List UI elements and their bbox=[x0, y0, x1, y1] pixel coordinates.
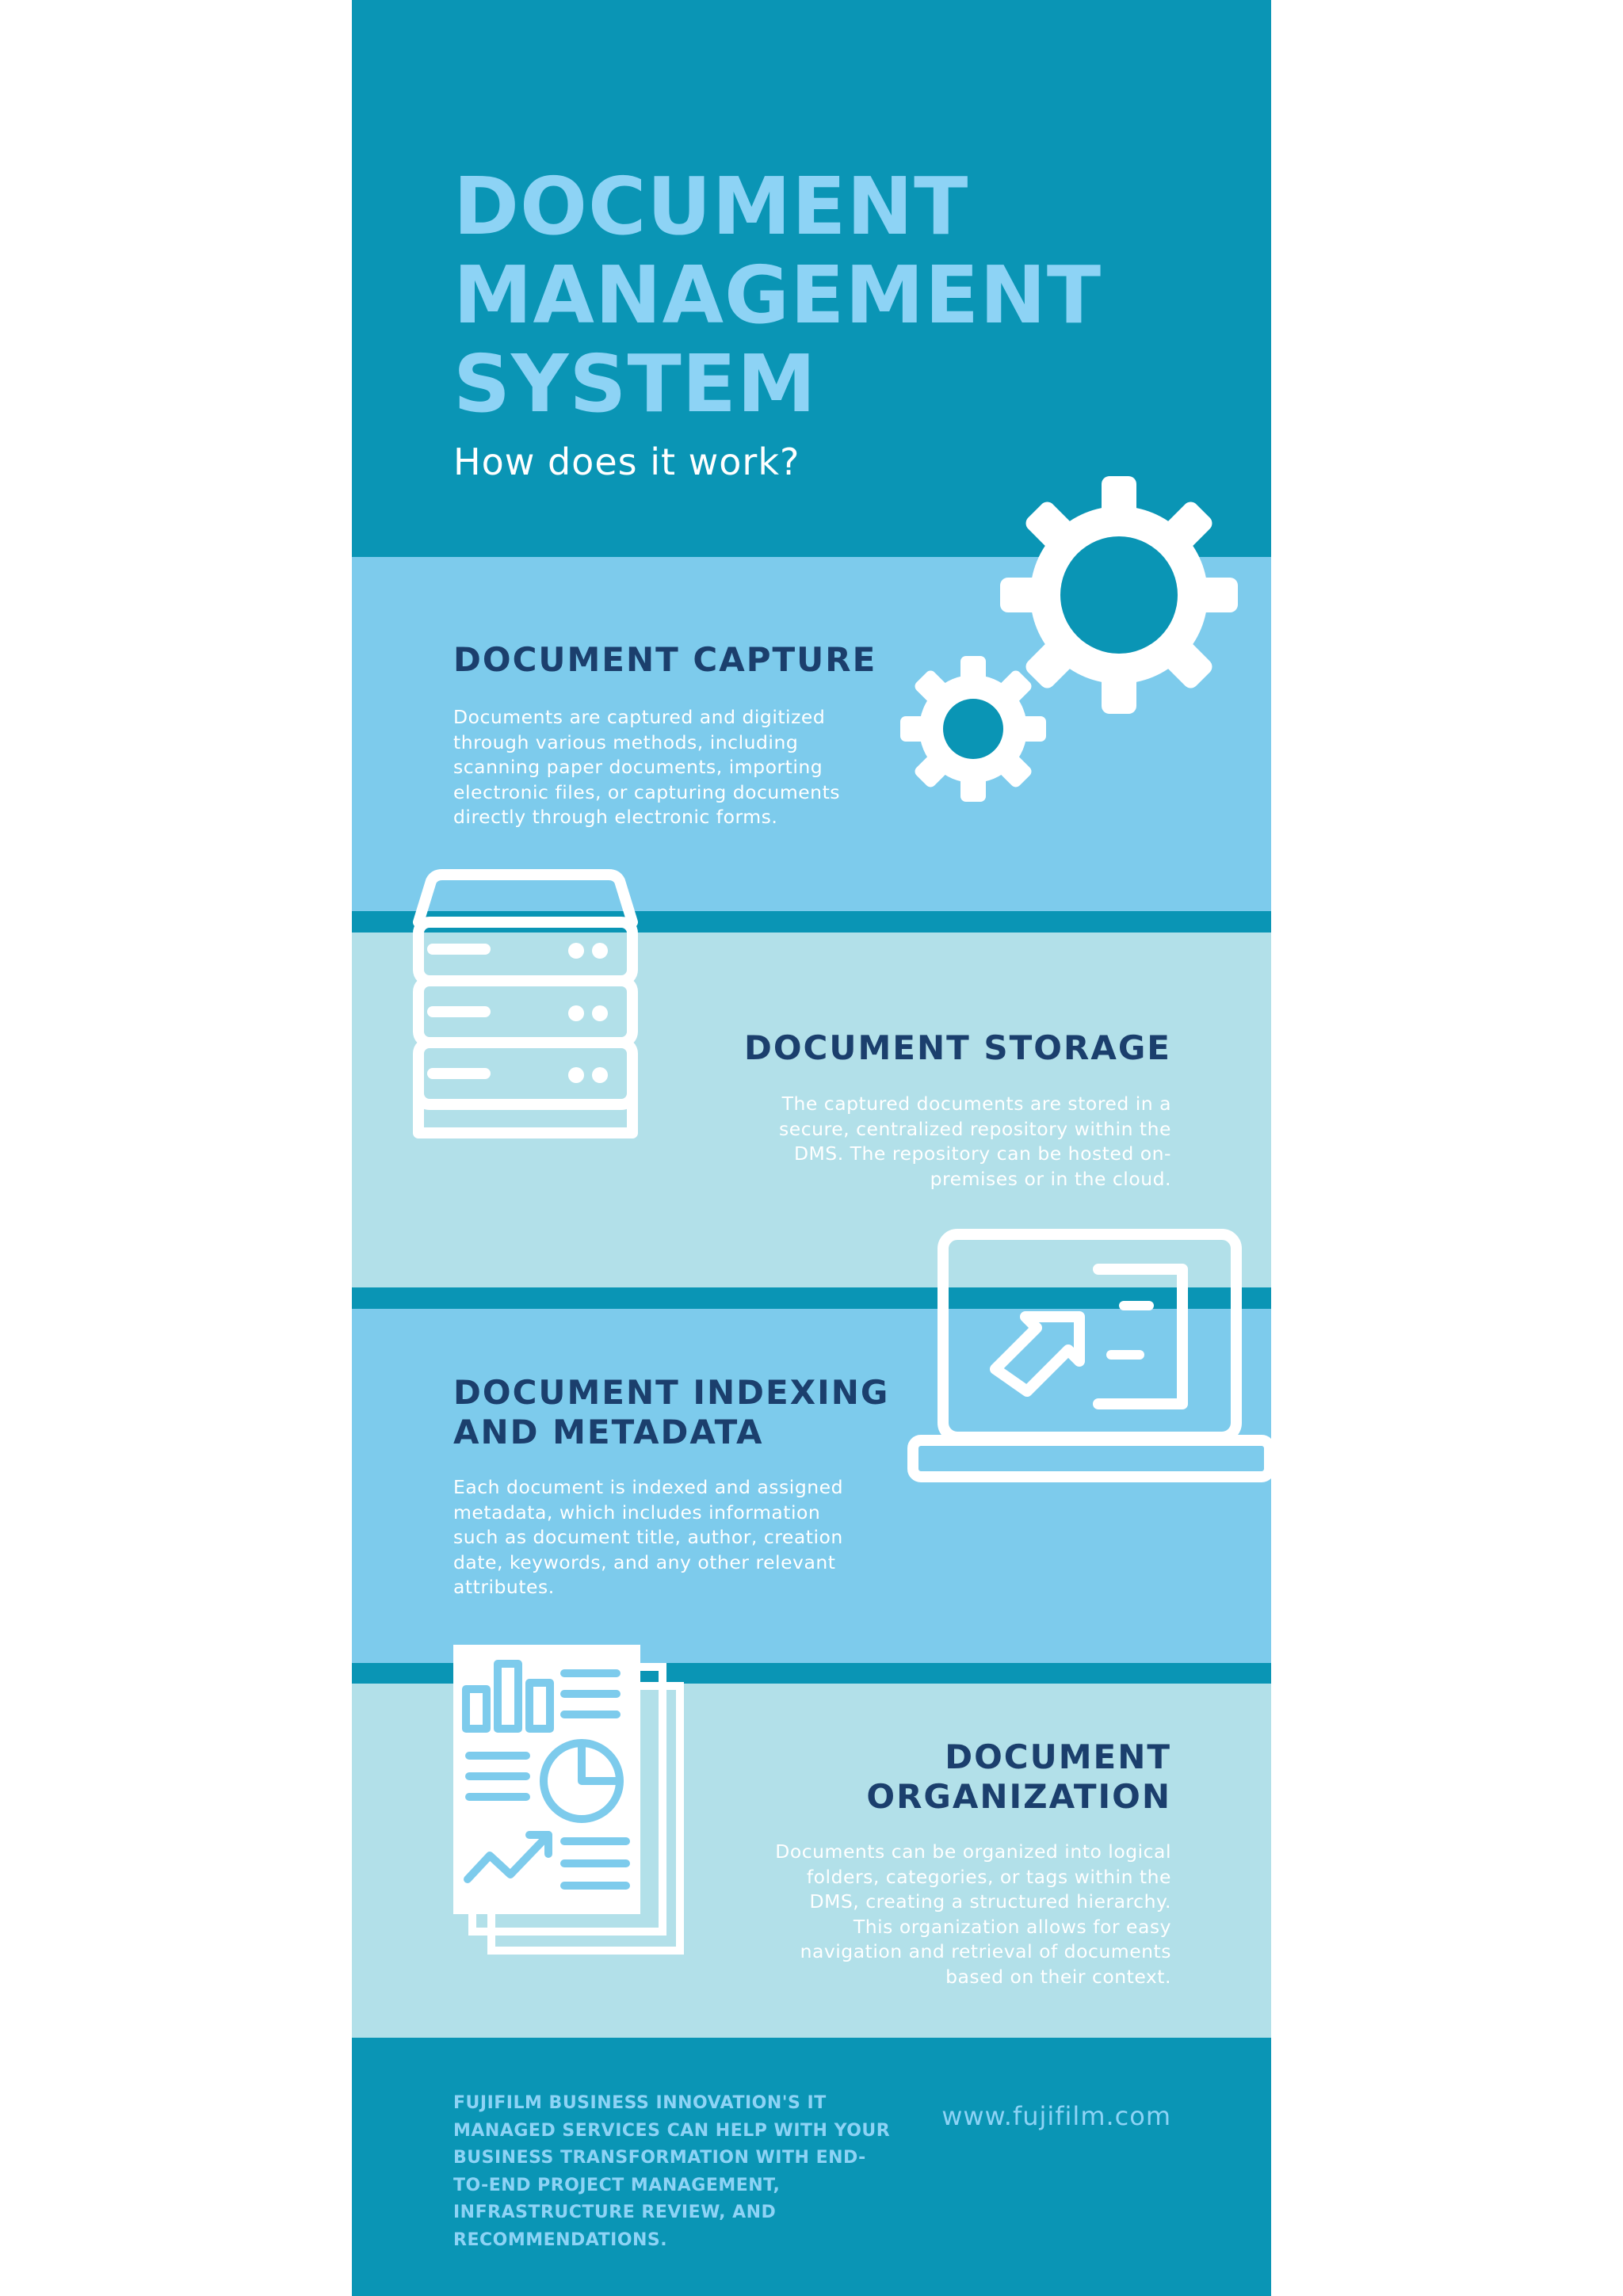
section-body-organization: Documents can be organized into logical … bbox=[775, 1840, 1171, 1988]
page-subtitle: How does it work? bbox=[453, 441, 800, 483]
section-heading-indexing: DOCUMENT INDEXING AND METADATA bbox=[453, 1373, 890, 1451]
section-heading-capture: DOCUMENT CAPTURE bbox=[453, 640, 877, 679]
report-document-icon bbox=[453, 1645, 684, 1955]
section-body-storage: The captured documents are stored in a s… bbox=[779, 1093, 1171, 1190]
section-heading-storage: DOCUMENT STORAGE bbox=[743, 1028, 1171, 1067]
server-icon bbox=[413, 869, 638, 1138]
section-body-indexing: Each document is indexed and assigned me… bbox=[453, 1476, 844, 1598]
footer-website-link[interactable]: www.fujifilm.com bbox=[941, 2101, 1171, 2131]
section-heading-organization: DOCUMENT ORGANIZATION bbox=[866, 1737, 1171, 1816]
section-body-capture: Documents are captured and digitized thr… bbox=[453, 706, 841, 828]
section-band-indexing bbox=[352, 1309, 1271, 1663]
laptop-icon bbox=[907, 1229, 1271, 1482]
infographic-poster: DOCUMENT MANAGEMENT SYSTEM How does it w… bbox=[352, 0, 1271, 2296]
footer-cta-text: FUJIFILM BUSINESS INNOVATION'S IT MANAGE… bbox=[453, 2093, 891, 2250]
gears-icon bbox=[900, 476, 1238, 802]
page-title: DOCUMENT MANAGEMENT SYSTEM bbox=[453, 160, 1102, 430]
